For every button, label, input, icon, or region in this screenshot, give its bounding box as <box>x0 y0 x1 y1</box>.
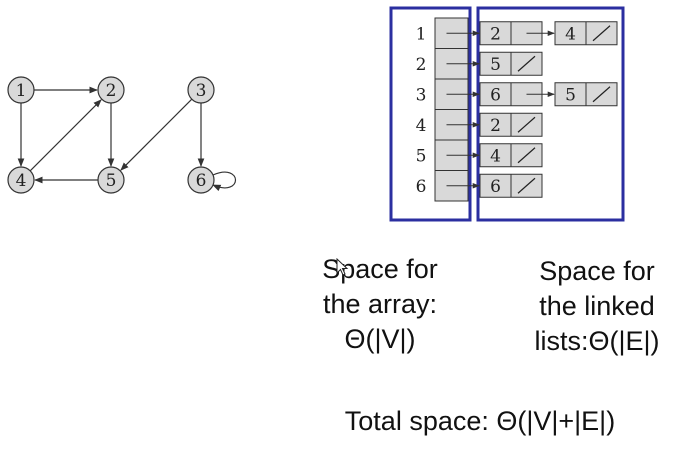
null-pointer-5 <box>517 147 536 164</box>
array-index-2: 2 <box>416 55 427 75</box>
edge-4-2 <box>29 99 102 172</box>
vertex-2 <box>97 76 125 104</box>
null-pointer-1 <box>592 25 611 42</box>
null-pointer-6 <box>517 177 536 194</box>
list-node-value-5-0: 4 <box>490 146 501 166</box>
null-pointer-3 <box>592 86 611 103</box>
list-space-line-2: the linked <box>539 291 655 321</box>
vertex-4-label: 4 <box>16 171 27 191</box>
vertex-3 <box>187 76 215 104</box>
array-space-caption: Space for the array: Θ(|V|) <box>300 252 460 357</box>
list-node-value-6-0: 6 <box>490 177 501 197</box>
vertex-6-label: 6 <box>196 171 207 191</box>
array-index-1: 1 <box>416 24 427 44</box>
null-pointer-2 <box>517 55 536 72</box>
array-index-5: 5 <box>416 146 427 166</box>
vertex-1-label: 1 <box>16 81 27 101</box>
vertex-2-label: 2 <box>106 81 117 101</box>
vertex-1 <box>7 76 35 104</box>
vertex-5-label: 5 <box>106 171 117 191</box>
list-node-value-1-1: 4 <box>565 24 576 44</box>
array-space-line-2: the array: <box>322 289 438 319</box>
list-node-value-3-1: 5 <box>565 85 576 105</box>
vertex-5 <box>97 166 125 194</box>
directed-graph: 1 2 3 4 5 6 <box>7 76 236 194</box>
list-node-value-2-0: 5 <box>490 55 501 75</box>
array-index-6: 6 <box>416 177 427 197</box>
array-space-line-3: Θ(|V|) <box>344 324 416 354</box>
list-space-line-3: lists:Θ(|E|) <box>534 326 660 356</box>
adjacency-list-diagram: 1 2 4 2 5 3 6 5 4 2 5 4 6 6 <box>389 6 625 222</box>
mouse-cursor-icon <box>336 258 349 276</box>
lists-highlight-box <box>476 6 625 222</box>
list-node-value-3-0: 6 <box>490 85 501 105</box>
null-pointer-4 <box>517 116 536 133</box>
total-space-caption: Total space: Θ(|V|+|E|) <box>344 406 616 436</box>
array-space-line-1: Space for <box>322 254 438 284</box>
vertex-3-label: 3 <box>196 81 207 101</box>
edge-6-6-self-loop <box>212 171 236 192</box>
array-index-4: 4 <box>416 116 427 136</box>
list-node-value-4-0: 2 <box>490 116 501 136</box>
edge-3-5 <box>120 98 193 171</box>
list-space-line-1: Space for <box>539 256 655 286</box>
vertex-4 <box>7 166 35 194</box>
array-highlight-box <box>389 6 472 222</box>
vertex-6 <box>187 166 215 194</box>
list-space-caption: Space for the linked lists:Θ(|E|) <box>512 254 682 359</box>
array-index-3: 3 <box>416 85 427 105</box>
list-node-value-1-0: 2 <box>490 24 501 44</box>
